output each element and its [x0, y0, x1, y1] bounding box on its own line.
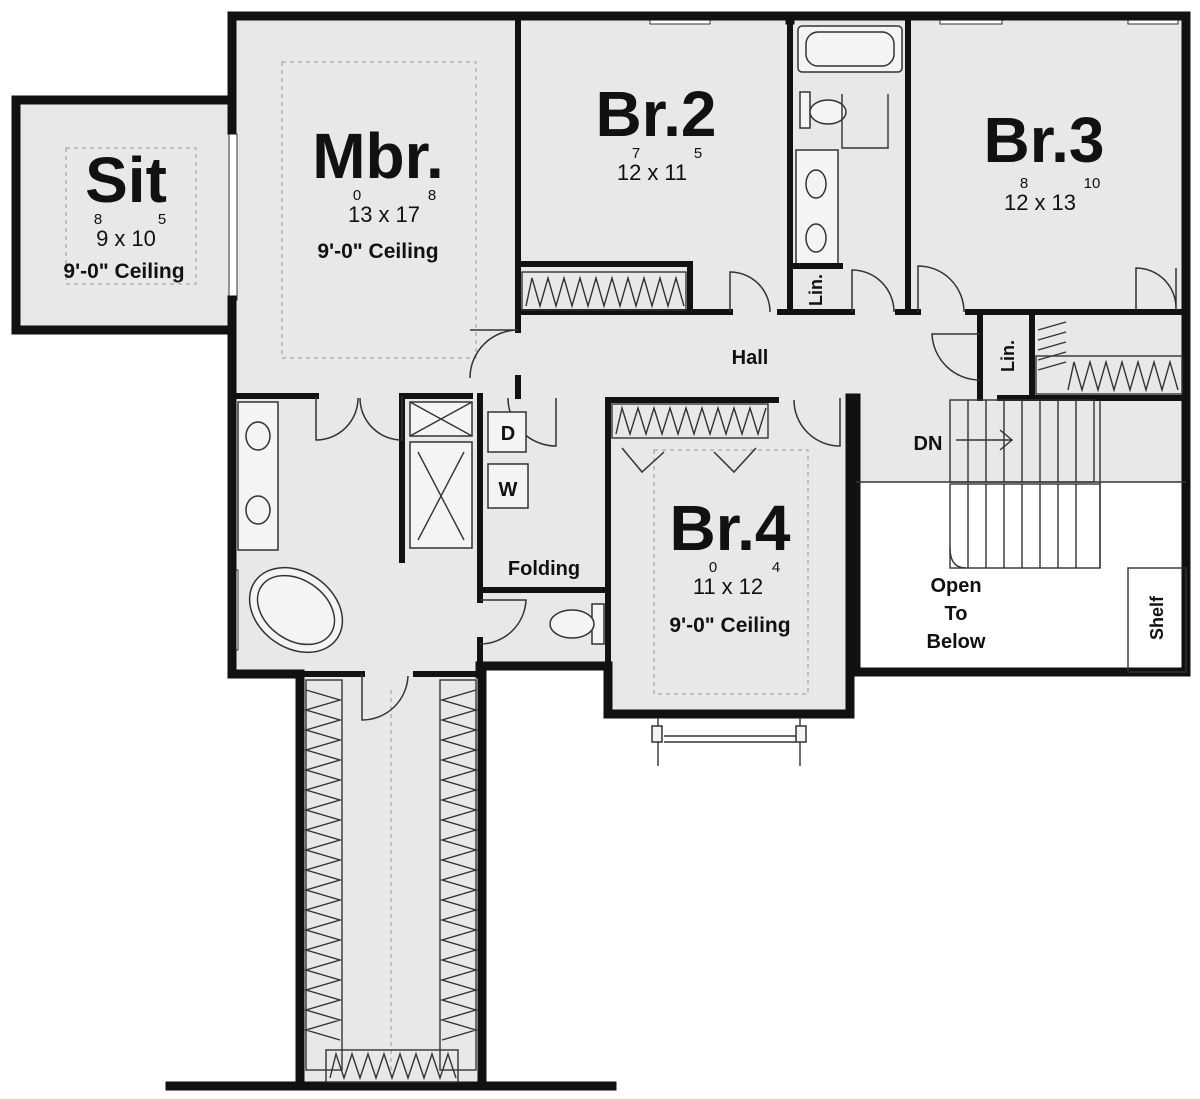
shelf-label: Shelf [1147, 595, 1167, 640]
mbr-name: Mbr. [312, 120, 444, 192]
br2-width-inches: 7 [632, 145, 640, 162]
br4-length-inches: 4 [772, 559, 780, 576]
br2-name: Br.2 [596, 78, 717, 150]
lin-label-bath: Lin. [806, 274, 826, 306]
mbr-width-inches: 0 [353, 187, 361, 204]
mbr-length-inches: 8 [428, 187, 436, 204]
open-label-3: Below [927, 631, 986, 653]
closet-rods [303, 271, 1183, 1083]
br4-width-inches: 0 [709, 559, 717, 576]
br4-ceiling: 9'-0" Ceiling [669, 614, 790, 637]
balcony [651, 718, 807, 766]
interior-walls [231, 17, 1189, 717]
br3-name: Br.3 [984, 104, 1105, 176]
dn-label: DN [914, 433, 943, 455]
sit-length-inches: 5 [158, 211, 166, 228]
br3-length-inches: 10 [1084, 175, 1101, 192]
br3-width-inches: 8 [1020, 175, 1028, 192]
stairs [856, 399, 1187, 673]
sit-ceiling: 9'-0" Ceiling [63, 260, 184, 283]
open-label-1: Open [930, 575, 981, 597]
fixtures [237, 25, 903, 654]
dryer-label: D [501, 423, 515, 445]
br2-length-inches: 5 [694, 145, 702, 162]
small-labels: Hall DN Lin. Lin. D W Folding Open To Be… [499, 274, 1167, 653]
washer-label: W [499, 479, 518, 501]
ceiling-outlines [65, 61, 809, 1070]
lin-label-hall: Lin. [998, 340, 1018, 372]
hall-label: Hall [732, 347, 769, 369]
sit-width-inches: 8 [94, 211, 102, 228]
open-label-2: To [945, 603, 968, 625]
mbr-ceiling: 9'-0" Ceiling [317, 240, 438, 263]
room-fills [16, 16, 1186, 1086]
sit-name: Sit [85, 144, 167, 216]
br4-name: Br.4 [670, 492, 791, 564]
folding-label: Folding [508, 558, 580, 580]
